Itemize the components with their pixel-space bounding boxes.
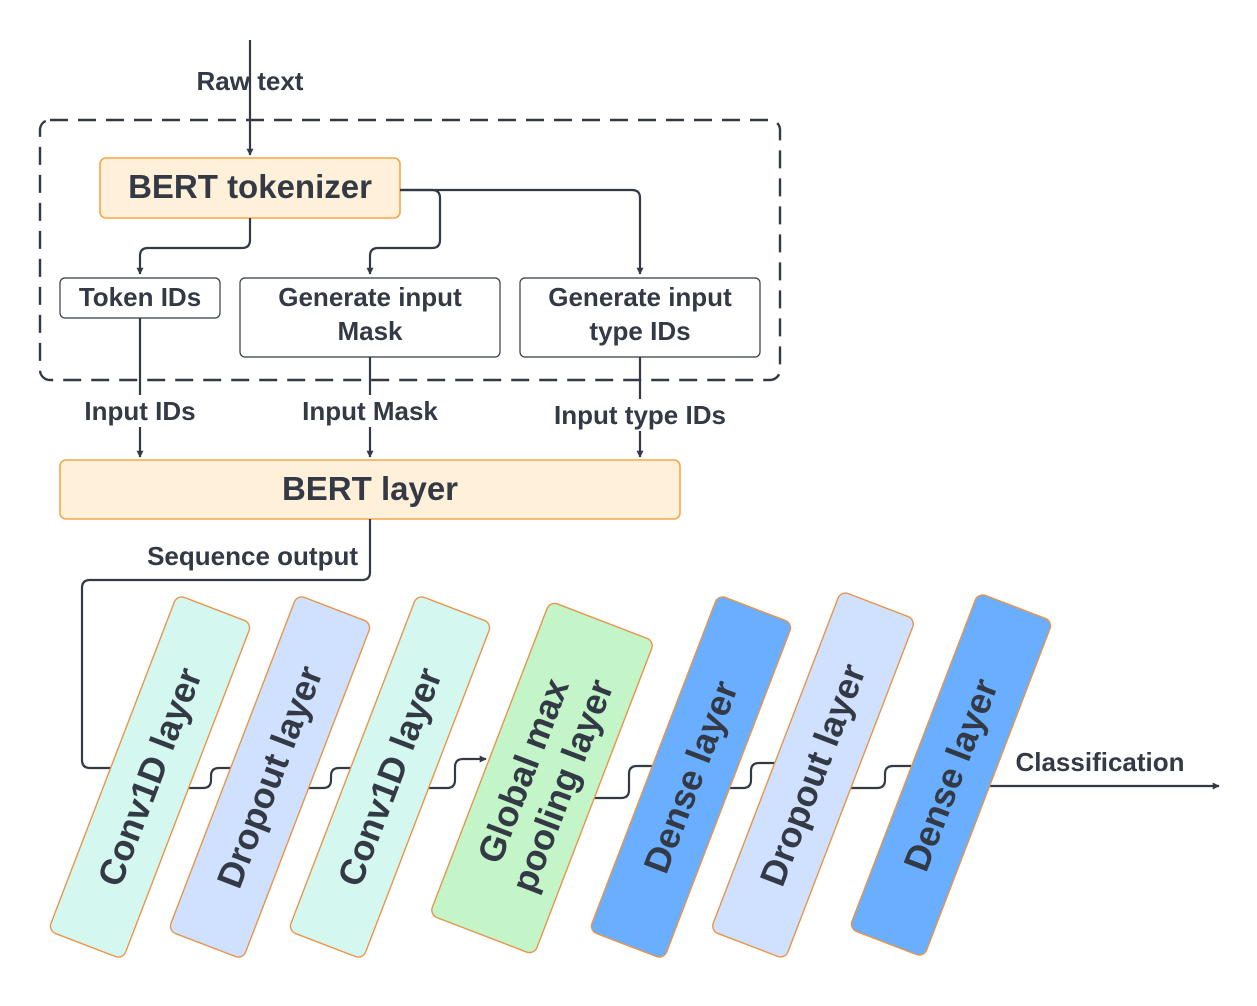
generate-input-type-ids-label-line2: type IDs xyxy=(589,316,690,346)
edge-pool-to-dense1 xyxy=(593,762,661,800)
sequence-output-label: Sequence output xyxy=(147,541,358,571)
edge-dense1-to-dropout2 xyxy=(720,759,783,790)
input-type-ids-label: Input type IDs xyxy=(554,400,726,430)
edge-tokenizer-to-type-ids xyxy=(400,188,644,275)
bert-layer-node: BERT layer xyxy=(59,459,681,520)
edge-dropout1-to-conv2 xyxy=(300,764,362,790)
generate-input-mask-label-line2: Mask xyxy=(337,316,403,346)
generate-input-mask-node: Generate input Mask xyxy=(239,277,501,358)
generate-input-type-ids-node: Generate input type IDs xyxy=(519,277,761,358)
edge-tokenizer-to-mask xyxy=(366,188,442,275)
edge-dropout2-to-dense2 xyxy=(845,762,923,790)
input-ids-label-bg xyxy=(72,395,208,427)
classification-label: Classification xyxy=(1015,747,1184,777)
input-mask-label-bg xyxy=(290,395,450,427)
bert-layer-label: BERT layer xyxy=(282,470,458,507)
bert-tokenizer-node: BERT tokenizer xyxy=(99,157,401,219)
generate-input-type-ids-label-line1: Generate input xyxy=(548,282,732,312)
bert-tokenizer-label: BERT tokenizer xyxy=(128,168,372,205)
input-type-ids-label-bg xyxy=(543,399,737,431)
edge-tokenizer-to-token-ids xyxy=(136,218,252,275)
token-ids-label: Token IDs xyxy=(79,282,201,312)
preprocessing-group xyxy=(38,118,782,382)
generate-input-mask-label-line1: Generate input xyxy=(278,282,462,312)
sequence-output-edge xyxy=(80,519,372,772)
raw-text-label: Raw text xyxy=(197,66,304,96)
token-ids-node: Token IDs xyxy=(59,277,221,319)
input-mask-label: Input Mask xyxy=(302,396,438,426)
edge-conv1-to-dropout1 xyxy=(180,764,242,790)
input-ids-label: Input IDs xyxy=(84,396,195,426)
edge-conv2-to-pool xyxy=(420,755,487,790)
